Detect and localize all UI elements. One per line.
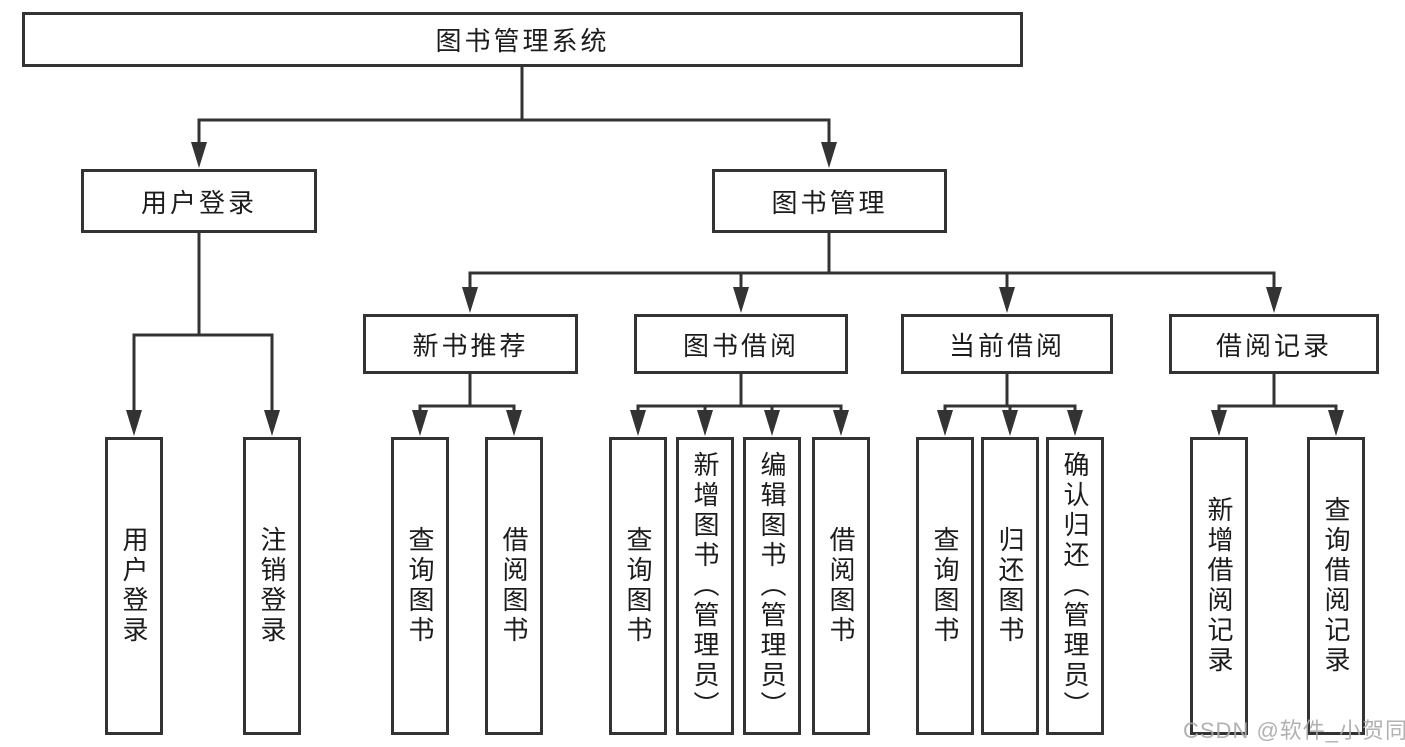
leaf-br-query-record-label: 查询借阅记录 — [1321, 496, 1351, 676]
node-root-label: 图书管理系统 — [435, 26, 610, 56]
connector-root-to-level2 — [197, 64, 831, 148]
arrowhead-leaf-cb-query — [937, 410, 953, 436]
leaf-logout-label: 注销登录 — [257, 526, 287, 646]
leaf-br-add-record-label: 新增借阅记录 — [1204, 496, 1234, 676]
arrowhead-leaf-nbr-borrow — [506, 410, 522, 436]
arrowhead-leaf-br-query — [1328, 410, 1344, 436]
node-new-book-recommend: 新书推荐 — [363, 314, 578, 374]
leaf-nbr-query-books-label: 查询图书 — [405, 526, 435, 646]
arrowhead-book-borrow — [733, 287, 749, 313]
leaf-user-login: 用户登录 — [105, 437, 163, 735]
arrowhead-leaf-user-login — [126, 410, 142, 436]
leaf-br-query-record: 查询借阅记录 — [1307, 437, 1365, 735]
node-book-management-label: 图书管理 — [771, 187, 888, 218]
node-new-book-recommend-label: 新书推荐 — [412, 330, 529, 361]
leaf-cb-confirm-return-admin: 确认归还（管理员） — [1046, 437, 1104, 735]
arrowhead-book-management — [821, 142, 837, 168]
connector-borrow-records-children — [1217, 371, 1338, 416]
leaf-cb-return-books: 归还图书 — [981, 437, 1039, 735]
node-current-borrow-label: 当前借阅 — [948, 330, 1065, 361]
leaf-bb-borrow-books-label: 借阅图书 — [826, 526, 856, 646]
leaf-br-add-record: 新增借阅记录 — [1190, 437, 1248, 735]
arrowhead-leaf-cb-return — [1002, 410, 1018, 436]
leaf-logout: 注销登录 — [243, 437, 301, 735]
arrowhead-leaf-cb-confirm — [1067, 410, 1083, 436]
connector-current-borrow-children — [943, 371, 1077, 416]
connector-book-borrow-children — [636, 371, 843, 416]
node-user-login-label: 用户登录 — [140, 187, 257, 218]
leaf-cb-confirm-return-admin-label: 确认归还（管理员） — [1060, 451, 1090, 721]
arrowhead-new-book — [462, 287, 478, 313]
leaf-user-login-label: 用户登录 — [119, 526, 149, 646]
arrowhead-leaf-bb-borrow — [833, 410, 849, 436]
arrowhead-borrow-records — [1266, 287, 1282, 313]
watermark-text: CSDN @软件_小贺同学 — [1183, 718, 1405, 743]
leaf-nbr-borrow-books: 借阅图书 — [485, 437, 543, 735]
leaf-bb-query-books-label: 查询图书 — [623, 526, 653, 646]
connector-new-book-children — [418, 371, 516, 416]
connector-book-management-children — [468, 231, 1276, 292]
leaf-cb-query-books: 查询图书 — [916, 437, 974, 735]
leaf-bb-edit-books-admin: 编辑图书（管理员） — [743, 437, 801, 735]
arrowhead-user-login — [191, 142, 207, 168]
arrowhead-current-borrow — [999, 287, 1015, 313]
leaf-bb-edit-books-admin-label: 编辑图书（管理员） — [757, 451, 787, 721]
arrowhead-leaf-br-add — [1211, 410, 1227, 436]
node-book-management: 图书管理 — [712, 169, 947, 233]
node-root: 图书管理系统 — [22, 12, 1023, 67]
node-book-borrow-label: 图书借阅 — [682, 330, 799, 361]
node-book-borrow: 图书借阅 — [634, 314, 848, 374]
connector-user-login-children — [132, 231, 274, 416]
leaf-bb-add-books-admin-label: 新增图书（管理员） — [690, 451, 720, 721]
leaf-nbr-query-books: 查询图书 — [391, 437, 449, 735]
arrowhead-leaf-logout — [264, 410, 280, 436]
node-borrow-records: 借阅记录 — [1169, 314, 1379, 374]
leaf-bb-add-books-admin: 新增图书（管理员） — [676, 437, 734, 735]
node-current-borrow: 当前借阅 — [901, 314, 1113, 374]
leaf-nbr-borrow-books-label: 借阅图书 — [499, 526, 529, 646]
leaf-bb-borrow-books: 借阅图书 — [812, 437, 870, 735]
leaf-bb-query-books: 查询图书 — [609, 437, 667, 735]
node-borrow-records-label: 借阅记录 — [1215, 330, 1332, 361]
arrowhead-leaf-nbr-query — [412, 410, 428, 436]
arrowhead-leaf-bb-add — [697, 410, 713, 436]
node-user-login: 用户登录 — [81, 169, 317, 233]
leaf-cb-query-books-label: 查询图书 — [930, 526, 960, 646]
leaf-cb-return-books-label: 归还图书 — [995, 526, 1025, 646]
arrowhead-leaf-bb-query — [630, 410, 646, 436]
arrowhead-leaf-bb-edit — [764, 410, 780, 436]
